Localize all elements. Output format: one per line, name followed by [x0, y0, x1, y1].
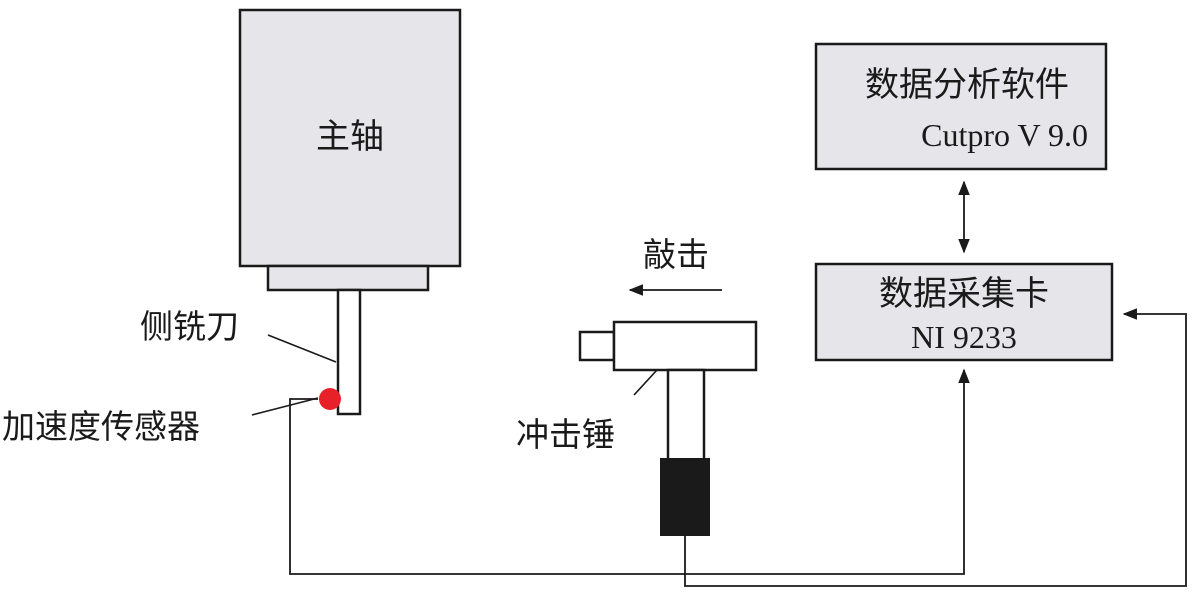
hammer-shaft — [666, 368, 706, 462]
software-subtitle: Cutpro V 9.0 — [921, 117, 1088, 153]
hammer-leader-line — [633, 369, 658, 396]
impact-hammer — [578, 320, 758, 536]
spindle-body — [238, 8, 462, 268]
daq-box-frame — [814, 262, 1114, 362]
hammer-cable — [684, 308, 1187, 587]
spindle: 主轴 — [238, 8, 462, 292]
cutter-label: 侧铣刀 — [140, 307, 239, 346]
sensor-leader-line — [251, 397, 319, 416]
spindle-label: 主轴 — [316, 117, 384, 157]
strike-label: 敲击 — [643, 235, 709, 274]
daq-box: 数据采集卡 NI 9233 — [814, 262, 1114, 362]
daq-subtitle: NI 9233 — [911, 319, 1017, 355]
hammer-tip — [578, 330, 616, 362]
accelerometer-sensor — [319, 388, 341, 410]
side-milling-cutter — [336, 288, 362, 416]
sensor-cable — [289, 368, 970, 575]
software-box: 数据分析软件 Cutpro V 9.0 — [814, 42, 1108, 171]
daq-title: 数据采集卡 — [879, 274, 1049, 314]
hammer-grip — [660, 458, 710, 536]
sensor-label: 加速度传感器 — [2, 407, 200, 446]
cutter-leader-line — [267, 334, 337, 363]
software-box-frame — [814, 42, 1108, 171]
spindle-flange — [266, 264, 430, 292]
hammer-head — [612, 320, 758, 372]
hammer-label: 冲击锤 — [516, 415, 615, 454]
software-title: 数据分析软件 — [865, 65, 1069, 105]
